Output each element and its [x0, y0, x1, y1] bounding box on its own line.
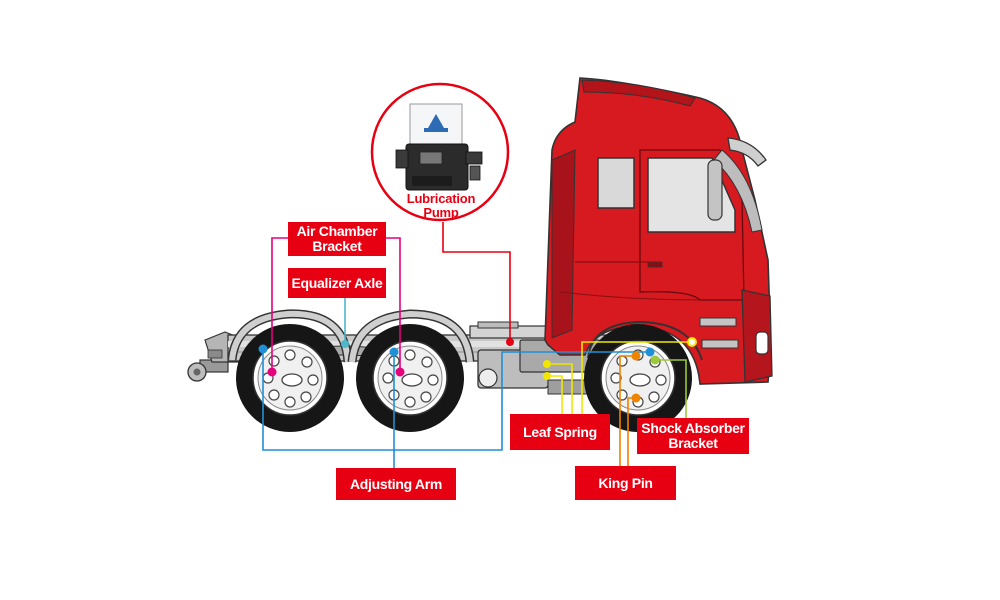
- adjusting-arm-dot-1: [258, 344, 268, 354]
- shock-absorber-dot: [650, 355, 660, 365]
- pump-callout-line: [442, 222, 511, 342]
- equalizer-axle-label: Equalizer Axle: [288, 268, 386, 298]
- king-pin-dot-1: [631, 351, 641, 361]
- lubrication-pump-label: Lubrication Pump: [406, 191, 476, 220]
- equalizer-dot: [341, 340, 349, 348]
- king-pin-callout-line: [619, 355, 636, 466]
- callout-lines: [262, 222, 692, 468]
- air-chamber-callout-line: [271, 237, 290, 372]
- leaf-spring-callout-line-2: [547, 375, 563, 414]
- king-pin-label: King Pin: [575, 466, 676, 500]
- shock-absorber-callout-line: [655, 359, 687, 418]
- adjusting-arm-callout-line: [262, 349, 650, 451]
- air-chamber-callout-line-2: [385, 237, 401, 372]
- leaf-spring-callout-line: [547, 363, 573, 414]
- air-chamber-dot-1: [267, 367, 277, 377]
- leaf-spring-dot-1: [543, 360, 551, 368]
- pump-dot: [506, 338, 514, 346]
- air-chamber-dot-2: [395, 367, 405, 377]
- rear-wheel-1: [236, 324, 344, 432]
- leaf-spring-label: Leaf Spring: [510, 414, 610, 450]
- rear-fenders: [227, 309, 475, 363]
- adjusting-arm-label: Adjusting Arm: [336, 468, 456, 500]
- air-chamber-bracket-label: Air Chamber Bracket: [288, 222, 386, 256]
- adjusting-arm-dot-3: [645, 347, 655, 357]
- leaf-spring-dot-2: [543, 372, 551, 380]
- rear-wheel-2: [356, 324, 464, 432]
- leaf-spring-dot-3: [687, 337, 697, 347]
- callout-dots: [258, 337, 697, 403]
- shock-absorber-bracket-label: Shock Absorber Bracket: [637, 418, 749, 454]
- truck-cab: [544, 77, 773, 385]
- adjusting-arm-dot-2: [389, 347, 399, 357]
- leaf-spring-callout-line-3: [581, 341, 692, 414]
- king-pin-dot-2: [631, 393, 641, 403]
- lubrication-pump-icon: [370, 82, 510, 222]
